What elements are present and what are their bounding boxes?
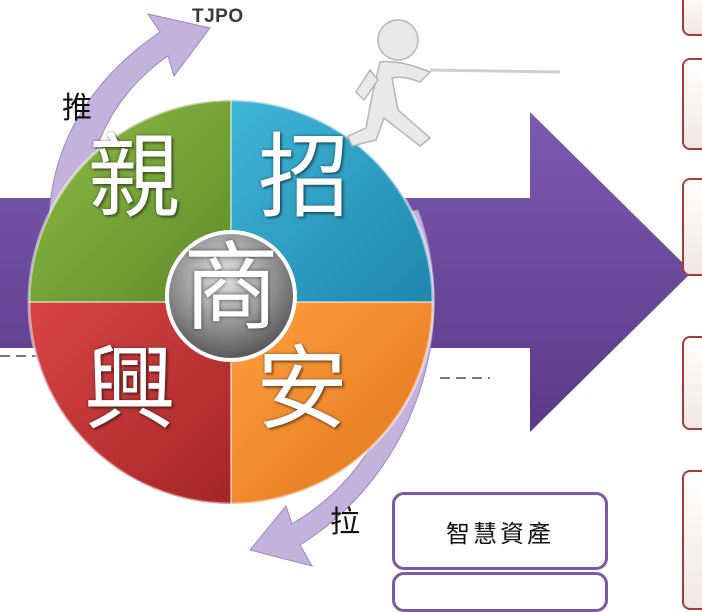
figure-pulling-rope-icon [347,19,561,147]
lower-box [392,572,608,612]
side-card-5 [682,470,702,610]
diagram-title: TJPO [192,6,244,27]
push-label: 推 [62,91,92,126]
quadrant-bl [29,302,231,504]
quadrant-tr [231,100,433,302]
smart-assets-box: 智慧資產 [392,492,608,570]
side-card-1 [682,0,702,36]
side-card-4 [682,336,702,430]
quadrant-label-bottom-right: 安 [256,336,349,443]
side-card-3 [682,178,702,276]
quadrant-label-top-right: 招 [258,124,351,231]
quadrant-label-top-left: 親 [88,124,181,231]
quadrant-br [231,302,433,504]
center-label: 商 [183,232,279,344]
quadrant-label-bottom-left: 興 [84,336,177,443]
diagram-graphics [0,13,692,567]
pull-label: 拉 [330,505,360,540]
quadrant-tl [29,100,231,302]
center-circle [165,230,297,362]
side-card-2 [682,58,702,150]
smart-assets-label: 智慧資產 [446,519,554,548]
